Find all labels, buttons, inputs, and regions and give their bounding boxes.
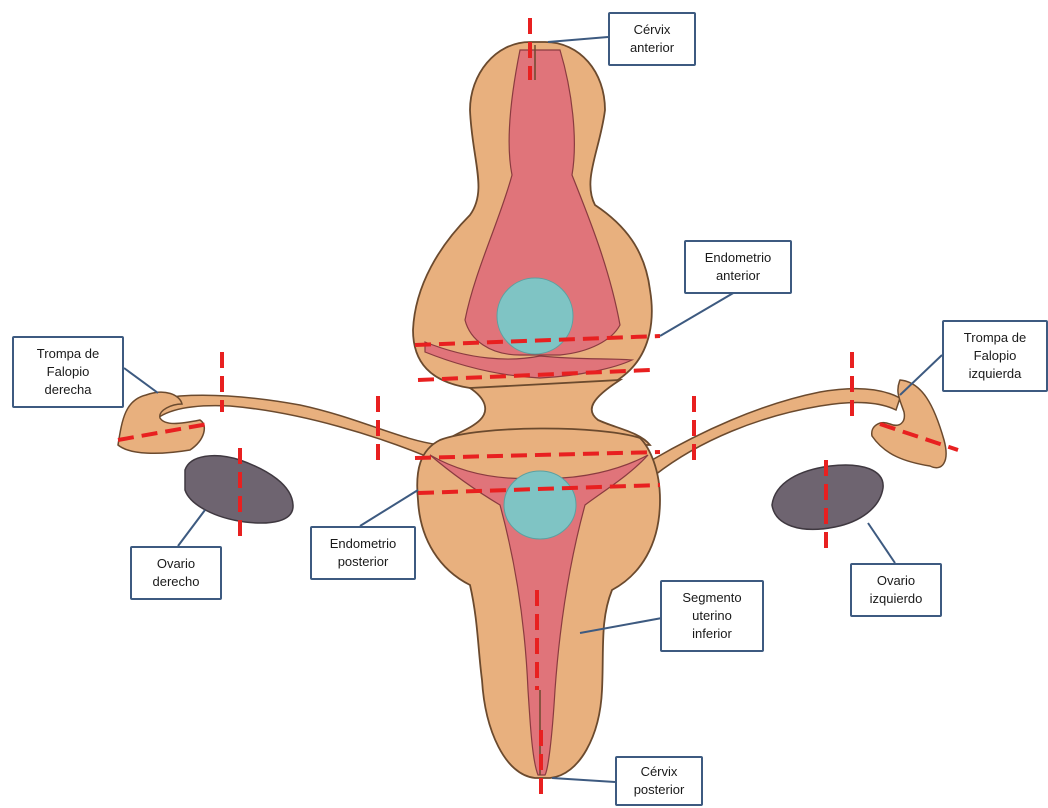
lesion-upper: [497, 278, 573, 354]
label-cervix-anterior: Cérvix anterior: [608, 12, 696, 66]
connector-endometrio-posterior: [360, 490, 418, 526]
label-cervix-posterior: Cérvix posterior: [615, 756, 703, 806]
connector-cervix-posterior: [552, 778, 615, 782]
fallopian-tube-left: [652, 389, 900, 475]
ovary-right: [185, 456, 293, 523]
connector-trompa-izquierda: [900, 355, 942, 395]
connector-ovario-derecho: [178, 510, 205, 546]
connector-ovario-izquierdo: [868, 523, 895, 563]
label-segmento-uterino-inferior: Segmento uterino inferior: [660, 580, 764, 652]
connector-endometrio-anterior: [660, 292, 735, 336]
lesion-lower: [504, 471, 576, 539]
connector-cervix-anterior: [548, 37, 608, 42]
label-trompa-derecha: Trompa de Falopio derecha: [12, 336, 124, 408]
label-endometrio-posterior: Endometrio posterior: [310, 526, 416, 580]
label-trompa-izquierda: Trompa de Falopio izquierda: [942, 320, 1048, 392]
label-ovario-izquierdo: Ovario izquierdo: [850, 563, 942, 617]
label-endometrio-anterior: Endometrio anterior: [684, 240, 792, 294]
connector-trompa-derecha: [124, 368, 158, 393]
label-ovario-derecho: Ovario derecho: [130, 546, 222, 600]
